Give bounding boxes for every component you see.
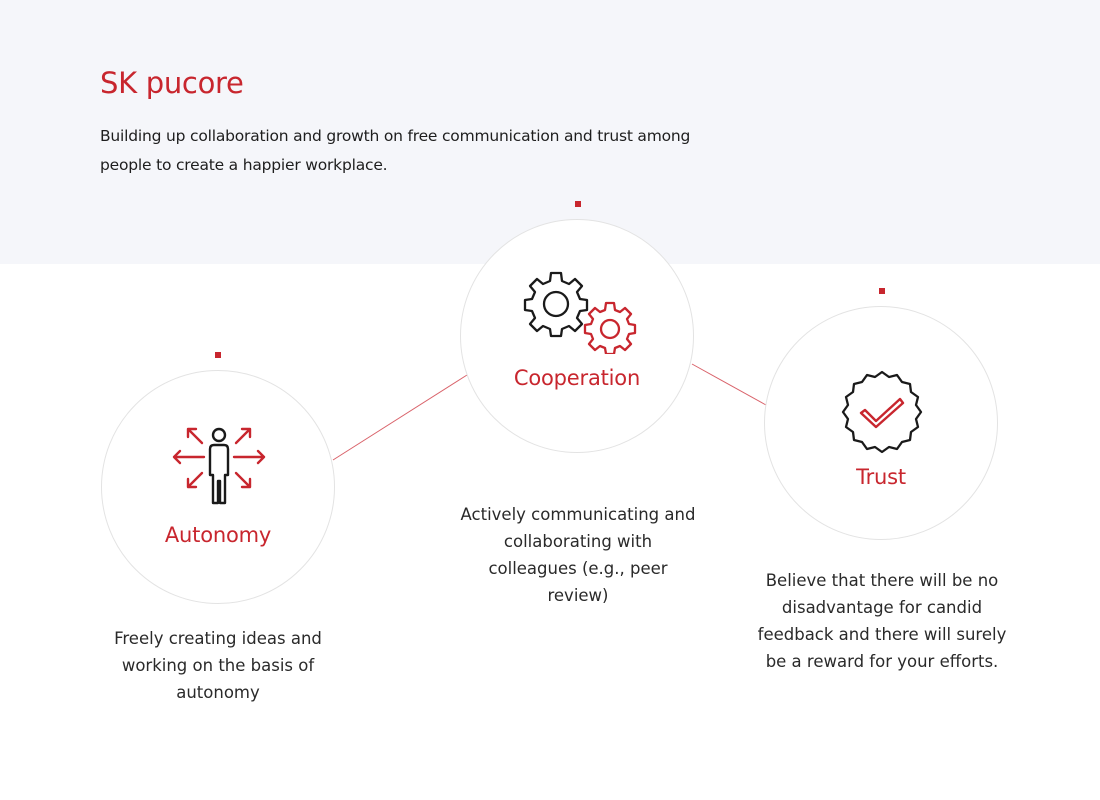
trust-label: Trust — [856, 465, 906, 489]
page-subtitle: Building up collaboration and growth on … — [100, 127, 691, 174]
header-band — [0, 0, 1100, 264]
person-figure — [208, 427, 230, 505]
autonomy-marker-dot — [215, 352, 221, 358]
large-gear — [523, 271, 589, 338]
arrows — [172, 427, 266, 489]
autonomy-node: Autonomy — [101, 370, 335, 604]
small-gear — [583, 301, 637, 354]
cooperation-description: Actively communicating and collaborating… — [460, 505, 696, 605]
gears-icon — [523, 271, 637, 354]
cooperation-node: Cooperation — [460, 219, 694, 453]
autonomy-label: Autonomy — [164, 523, 272, 547]
badge-check-icon — [841, 370, 923, 454]
connector-autonomy-cooperation — [332, 374, 468, 461]
person-arrows-icon — [172, 427, 266, 505]
trust-description: Believe that there will be no disadvanta… — [757, 571, 1007, 671]
autonomy-description: Freely creating ideas and working on the… — [114, 629, 322, 702]
trust-node: Trust — [764, 306, 998, 540]
cooperation-marker-dot — [575, 201, 581, 207]
trust-marker-dot — [879, 288, 885, 294]
page-title: SK pucore — [100, 66, 244, 100]
check-mark — [859, 397, 905, 429]
cooperation-label: Cooperation — [513, 366, 641, 390]
badge-outline — [841, 370, 923, 454]
connector-cooperation-trust — [691, 363, 767, 406]
